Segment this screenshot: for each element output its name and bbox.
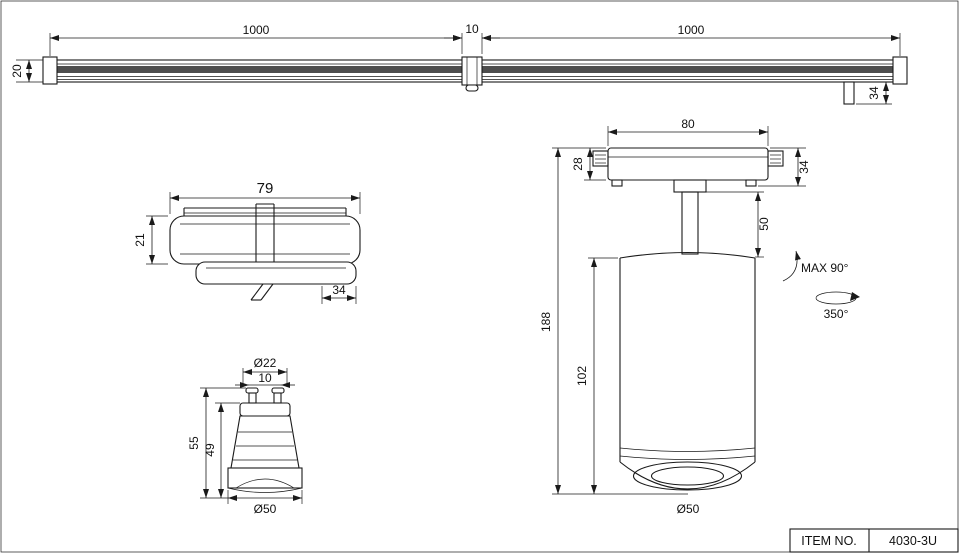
tilt-label: MAX 90° bbox=[801, 261, 849, 275]
spot-track-base bbox=[607, 147, 769, 181]
track-dim-height-label: 20 bbox=[10, 64, 24, 78]
lamp-pin-right bbox=[271, 387, 285, 394]
spot-dim-body-label: 102 bbox=[575, 366, 589, 386]
spot-screw-right bbox=[767, 150, 784, 167]
spot-dim-stem-label: 50 bbox=[757, 217, 771, 231]
track-rail-drawing: 1000 10 1000 20 34 bbox=[10, 22, 908, 105]
rotation-label: 350° bbox=[824, 307, 849, 321]
item-no-label: ITEM NO. bbox=[801, 534, 857, 548]
adapter-body bbox=[169, 215, 361, 265]
item-no-value: 4030-3U bbox=[889, 534, 937, 548]
adapter-shoe bbox=[195, 261, 357, 285]
spot-dim-base-width-label: 80 bbox=[681, 117, 695, 131]
title-block: ITEM NO. 4030-3U bbox=[789, 528, 959, 553]
spotlight-head-drawing: 80 28 34 50 188 102 Ø50 MAX 90° 350° bbox=[539, 117, 860, 516]
spot-body-top bbox=[619, 251, 756, 259]
track-dim-drop-label: 34 bbox=[867, 86, 881, 100]
lamp-dim-body-label: 49 bbox=[203, 443, 217, 457]
spot-dim-total-label: 188 bbox=[539, 312, 553, 332]
lamp-dim-pins-label: 10 bbox=[258, 371, 272, 385]
lamp-base bbox=[239, 402, 291, 417]
lamp-dim-total-label: 55 bbox=[187, 436, 201, 450]
lamp-pin-left bbox=[245, 387, 259, 394]
spot-dim-base-total-label: 34 bbox=[797, 160, 811, 174]
spot-stem bbox=[681, 191, 699, 255]
tilt-arrow-icon bbox=[782, 250, 801, 282]
spot-dim-dia-label: Ø50 bbox=[677, 502, 700, 516]
track-joint bbox=[461, 56, 483, 86]
adapter-dim-height-label: 21 bbox=[133, 233, 147, 247]
lamp-dim-dia-label: Ø50 bbox=[254, 502, 277, 516]
track-dim-joint-label: 10 bbox=[465, 22, 479, 36]
spot-screw-left bbox=[592, 150, 609, 167]
track-adapter-drawing: 79 21 34 bbox=[133, 180, 361, 304]
spot-lens bbox=[650, 466, 725, 486]
track-end-cap-left bbox=[42, 56, 58, 85]
track-end-cap-right bbox=[892, 56, 908, 85]
lamp-rim bbox=[227, 467, 303, 489]
track-feed-drop bbox=[843, 81, 855, 105]
track-dim-left-label: 1000 bbox=[243, 23, 270, 37]
lamp-dim-cap-label: Ø22 bbox=[254, 356, 277, 370]
adapter-dim-width-label: 79 bbox=[257, 180, 274, 197]
rotation-arrow-icon bbox=[815, 291, 857, 305]
gu10-lamp-drawing: Ø22 10 55 49 Ø50 bbox=[187, 356, 303, 516]
spot-collar bbox=[673, 179, 707, 193]
adapter-dim-shoe-label: 34 bbox=[332, 283, 346, 297]
spot-trim-ring bbox=[632, 461, 743, 491]
spot-dim-base-h-label: 28 bbox=[571, 157, 585, 171]
spot-body-bottom bbox=[619, 461, 756, 490]
track-dim-right-label: 1000 bbox=[678, 23, 705, 37]
